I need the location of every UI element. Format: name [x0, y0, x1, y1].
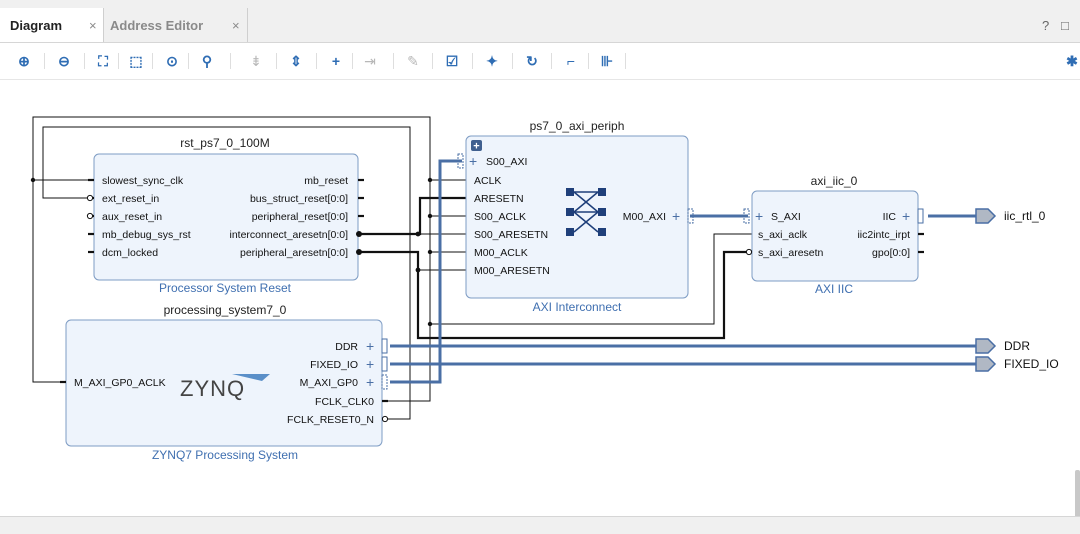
- axi-interconnect-title: ps7_0_axi_periph: [530, 119, 625, 133]
- tab-address-editor[interactable]: Address Editor ×: [104, 8, 248, 42]
- diagram-canvas[interactable]: rst_ps7_0_100M Processor System Reset sl…: [0, 80, 1080, 520]
- tab-address-editor-label: Address Editor: [110, 17, 204, 33]
- pin-s-axi-aclk: s_axi_aclk: [758, 229, 808, 241]
- peripheral-aresetn-net[interactable]: [358, 250, 752, 340]
- canvas-scrollbar[interactable]: [1075, 470, 1080, 520]
- pin-aux-reset-in: aux_reset_in: [102, 211, 162, 223]
- optimize-routing-icon[interactable]: ⌐: [566, 53, 576, 69]
- m-axi-gp0-bus[interactable]: [390, 159, 462, 384]
- axi-iic-title: axi_iic_0: [811, 174, 858, 188]
- crossbar-icon: [566, 188, 606, 236]
- pin-m-axi-gp0-aclk: M_AXI_GP0_ACLK: [74, 377, 166, 389]
- collapse-icon[interactable]: ⇟: [250, 52, 262, 69]
- svg-text:+: +: [366, 374, 374, 390]
- tab-diagram-label: Diagram: [10, 17, 63, 33]
- interconnect-aresetn-net[interactable]: [358, 196, 466, 236]
- expand-icon[interactable]: ⇕: [290, 52, 302, 69]
- pin-s-axi-aresetn: s_axi_aresetn: [758, 247, 824, 259]
- fclk-reset-net[interactable]: [42, 126, 411, 420]
- expand-hierarchy-icon[interactable]: [471, 140, 482, 151]
- pin-iic: IIC: [883, 211, 897, 223]
- port-fixed-io-label: FIXED_IO: [1004, 357, 1059, 371]
- tab-diagram[interactable]: Diagram ×: [0, 8, 104, 42]
- pin-m00-aclk: M00_ACLK: [474, 247, 528, 259]
- svg-text:+: +: [366, 338, 374, 354]
- zynq-ps-block[interactable]: processing_system7_0 ZYNQ7 Processing Sy…: [60, 303, 389, 462]
- iic-aclk-wire[interactable]: [430, 233, 752, 325]
- rst-block-title: rst_ps7_0_100M: [180, 136, 269, 150]
- auto-fit-icon[interactable]: ⊙: [166, 52, 178, 69]
- port-iic-rtl-0[interactable]: iic_rtl_0: [975, 208, 1046, 224]
- pin-fclk-clk0: FCLK_CLK0: [315, 396, 374, 408]
- close-icon[interactable]: ×: [232, 17, 240, 33]
- pin-ddr: DDR: [335, 341, 358, 353]
- svg-text:+: +: [672, 208, 680, 224]
- pin-interconnect-aresetn: interconnect_aresetn[0:0]: [230, 229, 349, 241]
- pin-mb-reset: mb_reset: [304, 175, 348, 187]
- pin-dcm-locked: dcm_locked: [102, 247, 158, 259]
- port-ddr[interactable]: DDR: [975, 338, 1030, 354]
- diagram-panel: Diagram × Address Editor × ? □ ⊕ ⊖ ⛶ ⬚ ⊙…: [0, 0, 1080, 520]
- svg-text:+: +: [755, 208, 763, 224]
- svg-text:+: +: [473, 141, 479, 153]
- block-design-svg: rst_ps7_0_100M Processor System Reset sl…: [30, 116, 1059, 462]
- pin-aclk: ACLK: [474, 175, 501, 187]
- axi-interconnect-block[interactable]: ps7_0_axi_periph AXI Interconnect + + S0…: [457, 119, 694, 314]
- status-strip: [0, 516, 1080, 534]
- pin-m00-aresetn: M00_ARESETN: [474, 265, 550, 277]
- pin-peripheral-aresetn: peripheral_aresetn[0:0]: [240, 247, 348, 259]
- port-ddr-label: DDR: [1004, 339, 1030, 353]
- regenerate-icon[interactable]: ↻: [526, 52, 538, 69]
- add-port-icon[interactable]: ⇥: [364, 52, 376, 69]
- zynq-logo-swoosh-icon: [232, 374, 270, 381]
- pin-s-axi: S_AXI: [771, 211, 801, 223]
- tab-bar: Diagram × Address Editor × ? □: [0, 0, 1080, 43]
- pin-aresetn: ARESETN: [474, 193, 524, 205]
- axi-iic-block[interactable]: axi_iic_0 AXI IIC + S_AXI s_axi_aclk s_a…: [743, 174, 924, 296]
- svg-text:+: +: [469, 153, 477, 169]
- fclk-clk0-net[interactable]: [32, 116, 431, 402]
- close-icon[interactable]: ×: [89, 17, 97, 33]
- search-icon[interactable]: ⚲: [201, 52, 213, 69]
- pin-fixed-io: FIXED_IO: [310, 359, 358, 371]
- zynq-ps-subtitle: ZYNQ7 Processing System: [152, 448, 298, 462]
- toolbar: ⊕ ⊖ ⛶ ⬚ ⊙ ⚲ ⇟ ⇕ + ⇥ ✎ ☑ ✦ ↻ ⌐ ⊪ ✱: [0, 43, 1080, 80]
- restore-icon[interactable]: □: [1061, 18, 1069, 33]
- zoom-in-icon[interactable]: ⊕: [18, 52, 30, 69]
- rst-block-subtitle: Processor System Reset: [159, 281, 292, 295]
- pin-s00-axi: S00_AXI: [486, 156, 527, 168]
- zoom-fit-icon[interactable]: ⛶: [98, 52, 108, 69]
- rst-block[interactable]: rst_ps7_0_100M Processor System Reset sl…: [86, 136, 364, 295]
- port-iic-rtl-0-label: iic_rtl_0: [1004, 209, 1046, 223]
- autoconnect-icon[interactable]: ✦: [486, 52, 498, 69]
- pin-s00-aclk: S00_ACLK: [474, 211, 526, 223]
- svg-text:+: +: [902, 208, 910, 224]
- pin-peripheral-reset: peripheral_reset[0:0]: [252, 211, 348, 223]
- validate-icon[interactable]: ☑: [445, 52, 459, 69]
- pin-fclk-reset0-n: FCLK_RESET0_N: [287, 414, 374, 426]
- pin-s00-aresetn: S00_ARESETN: [474, 229, 548, 241]
- settings-icon[interactable]: ✱: [1066, 52, 1078, 69]
- properties-icon[interactable]: ✎: [407, 52, 419, 69]
- pin-m00-axi: M00_AXI: [623, 211, 666, 223]
- pin-iic2intc-irpt: iic2intc_irpt: [857, 229, 910, 241]
- help-icon[interactable]: ?: [1042, 18, 1050, 33]
- pin-slowest-sync-clk: slowest_sync_clk: [102, 175, 184, 187]
- bd-bus-icon[interactable]: ⊪: [600, 52, 614, 69]
- pin-m-axi-gp0: M_AXI_GP0: [300, 377, 359, 389]
- zynq-logo: ZYNQ: [180, 376, 245, 401]
- pin-ext-reset-in: ext_reset_in: [102, 193, 159, 205]
- pin-bus-struct-reset: bus_struct_reset[0:0]: [250, 193, 348, 205]
- port-fixed-io[interactable]: FIXED_IO: [975, 356, 1059, 372]
- axi-interconnect-subtitle: AXI Interconnect: [533, 300, 622, 314]
- add-ip-icon[interactable]: +: [331, 53, 341, 69]
- svg-text:+: +: [366, 356, 374, 372]
- pin-mb-debug-sys-rst: mb_debug_sys_rst: [102, 229, 191, 241]
- zoom-out-icon[interactable]: ⊖: [58, 52, 70, 69]
- zynq-ps-title: processing_system7_0: [164, 303, 287, 317]
- pin-gpo: gpo[0:0]: [872, 247, 910, 259]
- zoom-area-icon[interactable]: ⬚: [129, 52, 143, 69]
- axi-iic-subtitle: AXI IIC: [815, 282, 853, 296]
